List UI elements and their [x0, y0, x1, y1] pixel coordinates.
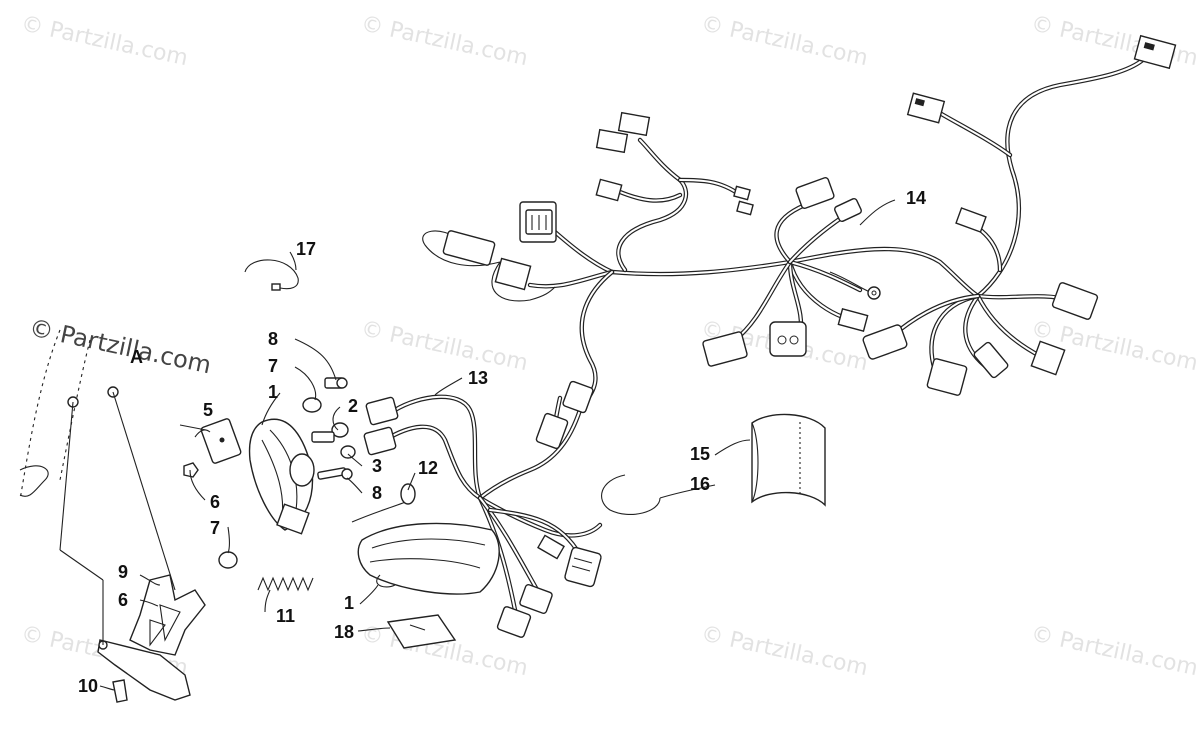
cable-tie	[244, 259, 299, 291]
callout-17: 17	[296, 239, 316, 259]
callout-10: 10	[78, 676, 98, 696]
leader-lines	[99, 199, 896, 691]
watermark: © Partzilla.com	[1029, 621, 1200, 681]
callout-2: 2	[348, 396, 358, 416]
callout-6: 6	[118, 590, 128, 610]
clip-ring	[601, 474, 661, 515]
callout-11: 11	[276, 606, 295, 626]
callout-12: 12	[418, 458, 438, 478]
watermark: © Partzilla.com	[359, 316, 530, 376]
protective-sleeve	[751, 413, 826, 507]
windshield-outline	[19, 329, 176, 645]
hardware	[112, 377, 416, 703]
callout-6: 6	[210, 492, 220, 512]
callout-18: 18	[334, 622, 354, 642]
headlight-lens	[357, 522, 500, 595]
callout-7: 7	[210, 518, 220, 538]
decal	[386, 614, 457, 649]
callout-16: 16	[690, 474, 710, 494]
callout-14: 14	[906, 188, 926, 208]
adjust-spring	[257, 576, 314, 592]
watermark: © Partzilla.com	[699, 11, 870, 71]
watermark: © Partzilla.com	[699, 621, 870, 681]
callout-A: A	[130, 347, 143, 367]
watermark: © Partzilla.com	[19, 11, 190, 71]
headlight-harness	[363, 380, 603, 638]
callout-8: 8	[268, 329, 278, 349]
callout-5: 5	[203, 400, 213, 420]
callout-7: 7	[268, 356, 278, 376]
watermark-dark: © Partzilla.com	[27, 313, 214, 379]
harness-connectors	[442, 34, 1177, 396]
callout-13: 13	[468, 368, 488, 388]
watermark: © Partzilla.com	[359, 11, 530, 71]
callout-3: 3	[372, 456, 382, 476]
headlight-housing	[248, 418, 315, 535]
callout-labels: 8 7 1 2 3 8 5 6 7 9 6 10 11 12 13 14 15 …	[78, 188, 926, 696]
callout-8: 8	[372, 483, 382, 503]
callout-9: 9	[118, 562, 128, 582]
callout-1: 1	[268, 382, 278, 402]
mount-bracket	[97, 574, 206, 701]
callout-1: 1	[344, 593, 354, 613]
watermark: © Partzilla.com	[1029, 11, 1200, 71]
callout-15: 15	[690, 444, 710, 464]
